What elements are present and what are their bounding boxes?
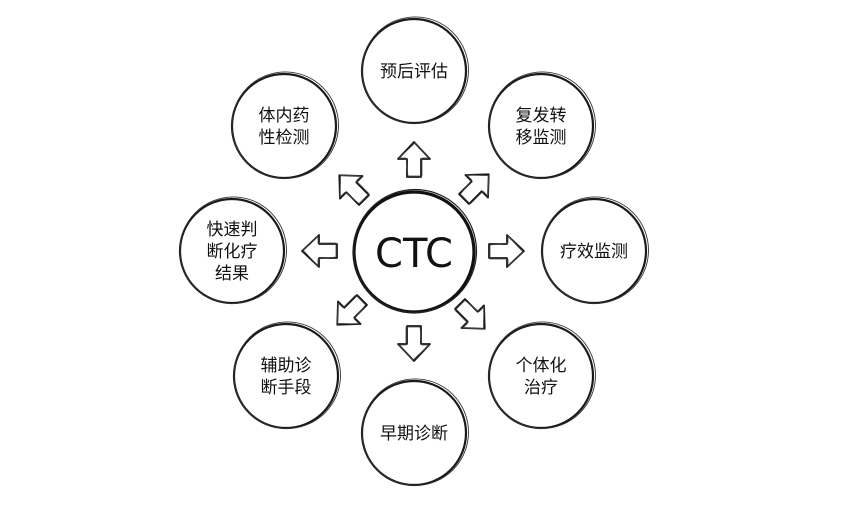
node-label-line: 预后评估 xyxy=(380,62,448,82)
node-early-diagnosis: 早期诊断 xyxy=(360,378,469,487)
node-label-line: 快速判 xyxy=(207,220,258,240)
node-label-line: 断化疗 xyxy=(207,242,258,262)
node-label-line: 移监测 xyxy=(516,128,567,148)
arrow-icon xyxy=(301,234,338,268)
center-circle-sketch xyxy=(352,188,478,314)
node-label-line: 结果 xyxy=(215,264,249,284)
node-efficacy: 疗效监测 xyxy=(540,196,649,305)
arrow-icon xyxy=(458,173,490,205)
arrow-icon xyxy=(336,294,368,326)
center-label: CTC xyxy=(375,231,453,277)
arrow-icon xyxy=(397,325,431,362)
node-label-line: 复发转 xyxy=(516,106,567,126)
node-label-line: 疗效监测 xyxy=(560,242,628,262)
node-label-line: 早期诊断 xyxy=(380,424,448,444)
arrow-icon xyxy=(454,298,486,330)
node-label-line: 性检测 xyxy=(259,128,310,148)
node-label-line: 断手段 xyxy=(261,378,312,398)
node-label-line: 辅助诊 xyxy=(261,356,312,376)
node-circle-sketch xyxy=(179,196,287,304)
node-label-line: 体内药 xyxy=(259,106,310,126)
arrow-icon xyxy=(397,141,431,178)
node-label-line: 个体化 xyxy=(516,356,567,376)
arrow-icon xyxy=(488,234,525,268)
node-circle-sketch xyxy=(541,196,649,304)
arrow-icon xyxy=(338,174,370,206)
node-circle-sketch xyxy=(231,71,339,179)
node-circle-sketch xyxy=(488,321,596,429)
node-circle-sketch xyxy=(361,16,469,124)
node-circle-sketch xyxy=(488,71,596,179)
node-circle-sketch xyxy=(361,378,469,486)
node-label-line: 治疗 xyxy=(524,378,558,398)
node-circle-sketch xyxy=(233,321,341,429)
node-prognosis: 预后评估 xyxy=(360,16,469,125)
